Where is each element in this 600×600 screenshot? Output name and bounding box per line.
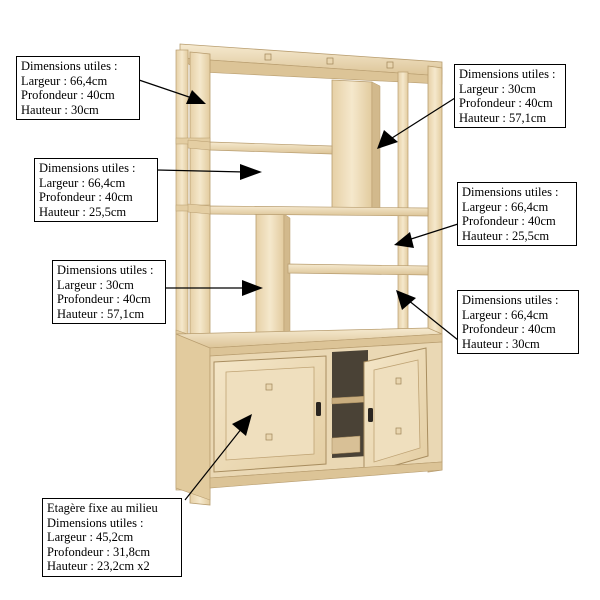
callout-middle-right: Dimensions utiles : Largeur : 66,4cm Pro… [457,182,577,246]
door-plug [265,433,273,441]
door-plug [395,427,402,435]
callout-lower-left: Dimensions utiles : Largeur : 30cm Profo… [52,260,166,324]
callout-top-right: Dimensions utiles : Largeur : 30cm Profo… [454,64,566,128]
arrow-icon [377,97,456,149]
callout-line: Hauteur : 30cm [462,336,540,351]
shelves [175,139,443,357]
upper-divider [331,79,381,211]
callout-line: Largeur : 66,4cm [39,175,126,190]
top-plug [326,57,334,65]
callout-line: Dimensions utiles : [21,59,118,73]
shelf [209,141,333,155]
callout-line: Dimensions utiles : [462,185,559,199]
shelf [187,139,211,151]
callout-line: Hauteur : 23,2cm x2 [47,559,150,573]
shelf [209,205,429,217]
door-plug [395,377,402,385]
base-rail [209,461,443,489]
callout-line: Profondeur : 40cm [462,214,556,228]
shelf [187,203,211,215]
callout-line: Dimensions utiles : [47,515,144,530]
callout-line: Profondeur : 40cm [21,88,115,102]
callout-line: Largeur : 66,4cm [462,199,549,214]
callout-line: Profondeur : 31,8cm [47,544,151,559]
callout-line: Dimensions utiles : [39,161,136,175]
callout-line: Largeur : 30cm [57,277,134,292]
callout-line: Hauteur : 57,1cm [459,110,547,125]
lower-divider [255,211,291,341]
callout-line: Hauteur : 25,5cm [39,204,127,219]
callout-line: Dimensions utiles : [459,67,556,81]
callout-line: Largeur : 45,2cm [47,530,134,544]
left-door-panel [225,366,315,461]
callout-line: Largeur : 66,4cm [21,73,108,88]
callout-line: Profondeur : 40cm [39,190,133,204]
door-knob-icon [316,402,321,416]
shelf [287,263,429,276]
callout-line: Dimensions utiles : [462,293,559,307]
callout-middle-left: Dimensions utiles : Largeur : 66,4cm Pro… [34,158,158,222]
callout-line: Hauteur : 30cm [21,102,99,117]
callout-line: Largeur : 30cm [459,81,536,96]
door-plug [265,383,273,391]
callout-top-left: Dimensions utiles : Largeur : 66,4cm Pro… [16,56,140,120]
right-door-panel [373,359,421,463]
callout-line: Hauteur : 25,5cm [462,228,550,243]
arrow-icon [165,280,263,296]
callout-bottom-left: Etagère fixe au milieu Dimensions utiles… [42,498,182,577]
top-plug [386,61,394,69]
callout-line: Largeur : 66,4cm [462,307,549,322]
callout-lower-right: Dimensions utiles : Largeur : 66,4cm Pro… [457,290,579,354]
door-knob-icon [368,408,373,422]
top-plug [264,53,272,61]
callout-line: Profondeur : 40cm [462,322,556,336]
cabinet-interior-floor [331,435,361,455]
arrow-icon [156,164,262,180]
callout-line: Dimensions utiles : [57,263,154,277]
arrow-icon [184,414,252,501]
callout-line: Profondeur : 40cm [459,96,553,110]
lower-cabinet [209,341,443,489]
callout-arrows [138,79,459,501]
arrow-icon [138,79,206,104]
arrow-icon [396,290,459,341]
callout-line: Etagère fixe au milieu [47,501,158,515]
cabinet-interior [332,350,368,458]
arrow-icon [394,223,459,248]
callout-line: Hauteur : 57,1cm [57,306,145,321]
callout-line: Profondeur : 40cm [57,292,151,306]
